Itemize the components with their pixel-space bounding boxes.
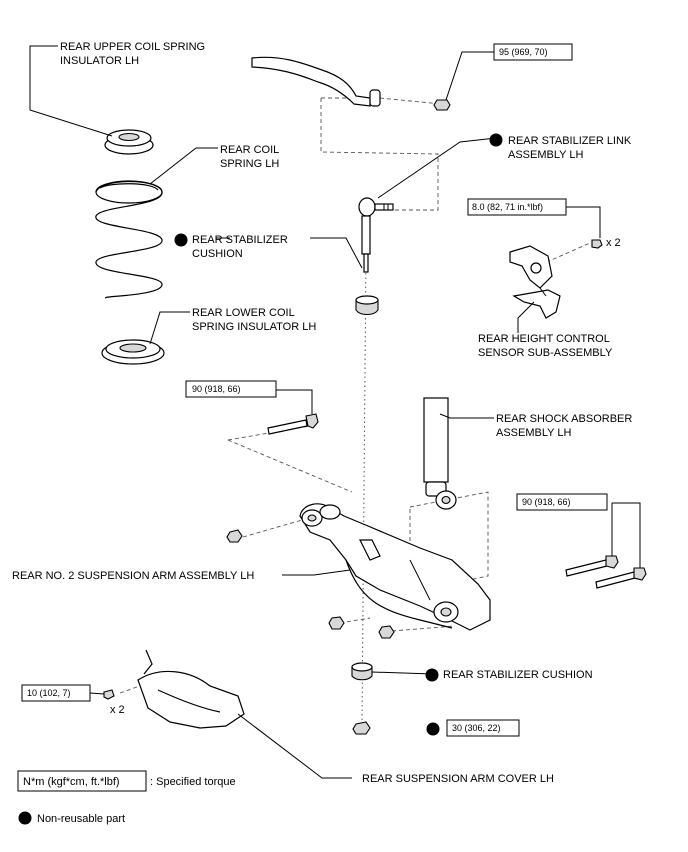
non-reusable-markers — [18, 133, 503, 825]
torque-shock-bolts: 90 (918, 66) — [522, 497, 571, 507]
shock-bolts — [565, 555, 647, 589]
qty-sensor-bolt: x 2 — [606, 237, 621, 249]
arm-nuts — [226, 529, 395, 639]
label-height-sensor-2: SENSOR SUB-ASSEMBLY — [478, 347, 613, 359]
upper-coil-spring-insulator — [104, 129, 154, 155]
label-shock-1: REAR SHOCK ABSORBER — [496, 413, 632, 425]
stabilizer-link-assembly — [358, 197, 394, 273]
quantity-labels: x 2 x 2 — [110, 237, 621, 716]
lower-link-nut — [352, 721, 371, 735]
legend-torque-desc: : Specified torque — [150, 776, 236, 788]
label-coil-spring-1: REAR COIL — [220, 144, 279, 156]
label-lower-insulator-2: SPRING INSULATOR LH — [192, 321, 316, 333]
label-stab-cushion-upper-1: REAR STABILIZER — [192, 234, 288, 246]
shock-absorber — [423, 397, 457, 510]
torque-stab-link-nut: 95 (969, 70) — [499, 47, 548, 57]
torque-sensor-bolt: 8.0 (82, 71 in.*lbf) — [472, 202, 543, 212]
label-upper-insulator-2: INSULATOR LH — [60, 55, 139, 67]
torque-upper-bolt: 90 (918, 66) — [192, 384, 241, 394]
non-reusable-mark-cushion-lower — [425, 668, 439, 682]
label-height-sensor-1: REAR HEIGHT CONTROL — [478, 333, 610, 345]
label-arm-assembly: REAR NO. 2 SUSPENSION ARM ASSEMBLY LH — [12, 570, 254, 582]
suspension-arm-cover — [103, 649, 245, 729]
non-reusable-mark-link — [489, 133, 503, 147]
lower-coil-spring-insulator — [101, 339, 165, 365]
label-upper-insulator-1: REAR UPPER COIL SPRING — [60, 41, 205, 53]
stabilizer-cushion-upper — [355, 295, 379, 316]
stabilizer-cushion-lower — [351, 662, 373, 681]
suspension-arm-assembly — [299, 503, 491, 631]
arm-upper-bolt — [267, 413, 319, 435]
label-shock-2: ASSEMBLY LH — [496, 427, 571, 439]
label-arm-cover: REAR SUSPENSION ARM COVER LH — [362, 773, 554, 785]
label-stab-link-1: REAR STABILIZER LINK — [508, 135, 632, 147]
label-stab-link-2: ASSEMBLY LH — [508, 149, 583, 161]
stabilizer-link-nut — [433, 99, 451, 111]
legend-non-reusable: Non-reusable part — [37, 813, 125, 825]
part-labels: REAR UPPER COIL SPRING INSULATOR LH REAR… — [12, 41, 632, 785]
label-lower-insulator-1: REAR LOWER COIL — [192, 307, 295, 319]
qty-cover-bolt: x 2 — [110, 704, 125, 716]
leader-lines — [29, 45, 641, 779]
legend: N*m (kgf*cm, ft.*lbf) : Specified torque… — [17, 770, 236, 825]
non-reusable-mark-nut — [426, 722, 440, 736]
label-coil-spring-2: SPRING LH — [220, 158, 279, 170]
label-stab-cushion-upper-2: CUSHION — [192, 248, 243, 260]
stabilizer-bar — [251, 56, 381, 107]
non-reusable-mark-legend — [18, 811, 32, 825]
non-reusable-mark-cushion-upper — [174, 233, 188, 247]
height-control-sensor — [509, 239, 603, 319]
torque-cover-bolt: 10 (102, 7) — [27, 688, 71, 698]
torque-lower-nut: 30 (306, 22) — [452, 723, 501, 733]
torque-callouts: 95 (969, 70) 8.0 (82, 71 in.*lbf) 90 (91… — [21, 43, 608, 737]
legend-torque-unit: N*m (kgf*cm, ft.*lbf) — [23, 776, 120, 788]
assembly-guide-lines — [119, 97, 591, 723]
label-stab-cushion-lower: REAR STABILIZER CUSHION — [443, 669, 593, 681]
coil-spring — [95, 180, 163, 299]
